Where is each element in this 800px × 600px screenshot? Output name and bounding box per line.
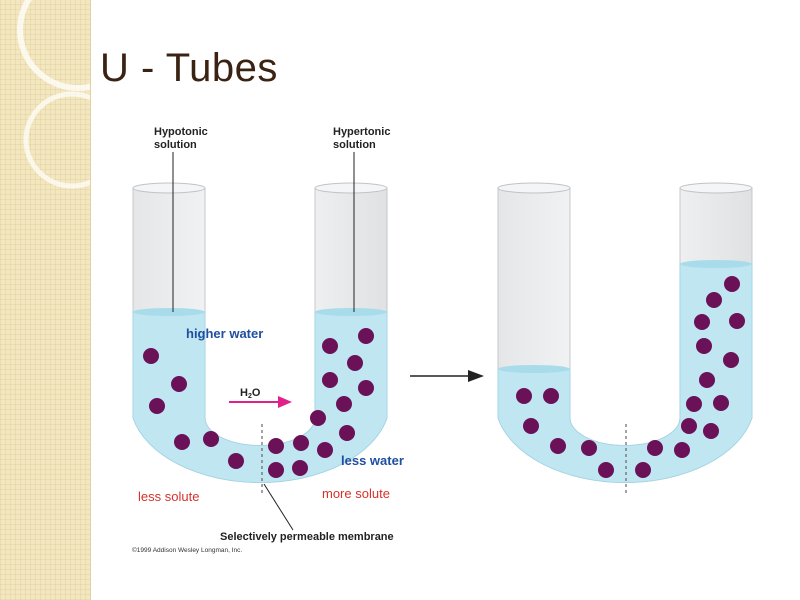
water-flow-arrow: H2O xyxy=(229,387,292,408)
solute-particle xyxy=(581,440,597,456)
water-surface-high xyxy=(680,260,752,268)
decorative-side-strip xyxy=(0,0,91,600)
solute-particle xyxy=(729,313,745,329)
h2o-label: H2O xyxy=(240,387,261,400)
higher-water-label: higher water xyxy=(186,326,263,341)
arrow-head xyxy=(278,396,292,408)
transition-arrow xyxy=(410,370,484,382)
solute-particle xyxy=(268,438,284,454)
equilibrium-solute-right xyxy=(635,276,745,478)
less-solute-label: less solute xyxy=(138,489,199,504)
hypotonic-label-line2: solution xyxy=(154,139,197,151)
membrane-label: Selectively permeable membrane xyxy=(220,531,394,543)
decorative-circles xyxy=(17,0,90,189)
solute-particle xyxy=(268,462,284,478)
solute-particle xyxy=(723,352,739,368)
right-tube-opening-left xyxy=(497,182,571,194)
solute-particle xyxy=(358,328,374,344)
water-surface-left xyxy=(133,308,205,316)
solute-particle xyxy=(699,372,715,388)
membrane-pointer-line xyxy=(263,483,294,531)
solute-particle xyxy=(171,376,187,392)
right-u-tube xyxy=(497,182,753,496)
solute-particle xyxy=(681,418,697,434)
solute-particle xyxy=(523,418,539,434)
equilibrium-solute-left xyxy=(516,388,614,478)
more-solute-label: more solute xyxy=(322,486,390,501)
slide-title: U - Tubes xyxy=(100,46,278,90)
solute-particle xyxy=(149,398,165,414)
solute-particle xyxy=(674,442,690,458)
solute-particle xyxy=(336,396,352,412)
solute-particle xyxy=(322,372,338,388)
solute-particles-right xyxy=(268,328,374,478)
solute-particle xyxy=(543,388,559,404)
solute-particle xyxy=(293,435,309,451)
solute-particle xyxy=(310,410,326,426)
copyright-text: ©1999 Addison Wesley Longman, Inc. xyxy=(132,546,242,554)
solute-particle xyxy=(686,396,702,412)
solute-particle xyxy=(550,438,566,454)
solute-particle xyxy=(174,434,190,450)
solute-particle xyxy=(292,460,308,476)
solute-particle xyxy=(347,355,363,371)
solute-particle xyxy=(228,453,244,469)
solute-particle xyxy=(317,442,333,458)
water-surface-low xyxy=(498,365,570,373)
solute-particle xyxy=(647,440,663,456)
solute-particle xyxy=(143,348,159,364)
solute-particle xyxy=(516,388,532,404)
right-tube-opening-right xyxy=(679,182,753,194)
hypotonic-label-line1: Hypotonic xyxy=(154,126,208,138)
solute-particles-left xyxy=(143,348,244,469)
hypertonic-label-line1: Hypertonic xyxy=(333,126,390,138)
solute-particle xyxy=(322,338,338,354)
hypertonic-label-line2: solution xyxy=(333,139,376,151)
water-surface-right xyxy=(315,308,387,316)
left-tube-water xyxy=(132,311,388,483)
less-water-label: less water xyxy=(341,453,404,468)
solute-particle xyxy=(703,423,719,439)
solute-particle xyxy=(706,292,722,308)
solute-particle xyxy=(203,431,219,447)
solute-particle xyxy=(694,314,710,330)
left-u-tube: Hypotonic solution Hypertonic solution h… xyxy=(132,126,404,554)
solute-particle xyxy=(635,462,651,478)
solute-particle xyxy=(696,338,712,354)
solute-particle xyxy=(339,425,355,441)
solute-particle xyxy=(724,276,740,292)
solute-particle xyxy=(598,462,614,478)
solute-particle xyxy=(713,395,729,411)
left-tube-opening-left xyxy=(132,182,206,194)
left-tube-opening-right xyxy=(314,182,388,194)
solute-particle xyxy=(358,380,374,396)
